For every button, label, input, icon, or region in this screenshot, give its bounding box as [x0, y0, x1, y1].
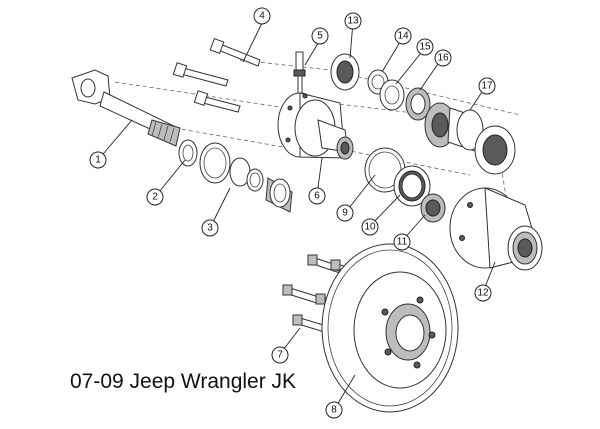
callout-label: 15	[419, 42, 431, 53]
callout-label: 7	[277, 350, 283, 361]
callout-7: 7	[271, 346, 289, 364]
axle-seal	[178, 139, 198, 167]
callout-label: 13	[347, 16, 359, 27]
callout-4: 4	[253, 7, 271, 25]
callout-13: 13	[344, 12, 362, 30]
bearing-housing	[277, 92, 354, 160]
callout-label: 6	[314, 191, 320, 202]
callout-label: 4	[259, 11, 265, 22]
thrust-washer-set	[199, 142, 293, 213]
mounting-bolts	[172, 38, 261, 113]
callout-label: 9	[342, 208, 348, 219]
callout-label: 14	[397, 31, 409, 42]
hub-rings	[364, 147, 446, 223]
diagram-caption: 07-09 Jeep Wrangler JK	[70, 370, 297, 393]
callout-label: 5	[317, 31, 323, 42]
hub-cap-assembly	[424, 102, 516, 175]
brake-rotor	[321, 243, 459, 413]
callout-17: 17	[478, 77, 496, 95]
callout-3: 3	[201, 219, 219, 237]
callout-label: 10	[364, 222, 376, 233]
callout-2: 2	[146, 188, 164, 206]
upper-seal-stack	[330, 53, 431, 121]
wheel-hub	[449, 187, 543, 271]
callout-11: 11	[393, 233, 411, 251]
callout-10: 10	[361, 218, 379, 236]
callout-15: 15	[416, 38, 434, 56]
callout-14: 14	[394, 27, 412, 45]
callout-label: 17	[481, 81, 493, 92]
callout-label: 8	[331, 405, 337, 416]
callout-label: 16	[437, 53, 449, 64]
callout-label: 3	[207, 223, 213, 234]
callout-16: 16	[434, 49, 452, 67]
callout-label: 2	[152, 192, 158, 203]
callout-9: 9	[336, 204, 354, 222]
callout-8: 8	[325, 401, 343, 419]
callout-5: 5	[311, 27, 329, 45]
callout-1: 1	[89, 151, 107, 169]
callout-label: 1	[95, 155, 101, 166]
axle-shaft	[71, 69, 181, 147]
callout-label: 12	[477, 288, 489, 299]
callout-6: 6	[308, 187, 326, 205]
callout-12: 12	[474, 284, 492, 302]
callout-label: 11	[397, 237, 408, 248]
